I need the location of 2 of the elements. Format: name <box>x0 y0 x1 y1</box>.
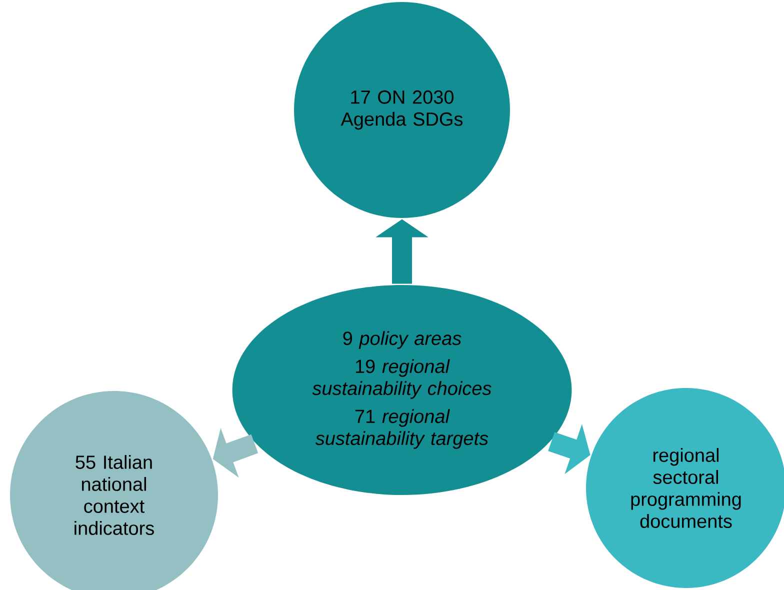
circle-node: 17 ON 2030 Agenda SDGs <box>294 2 510 218</box>
ellipse-node: 9 policy areas 19 regional sustainability choices 71 regional sustainability targets <box>232 285 572 495</box>
